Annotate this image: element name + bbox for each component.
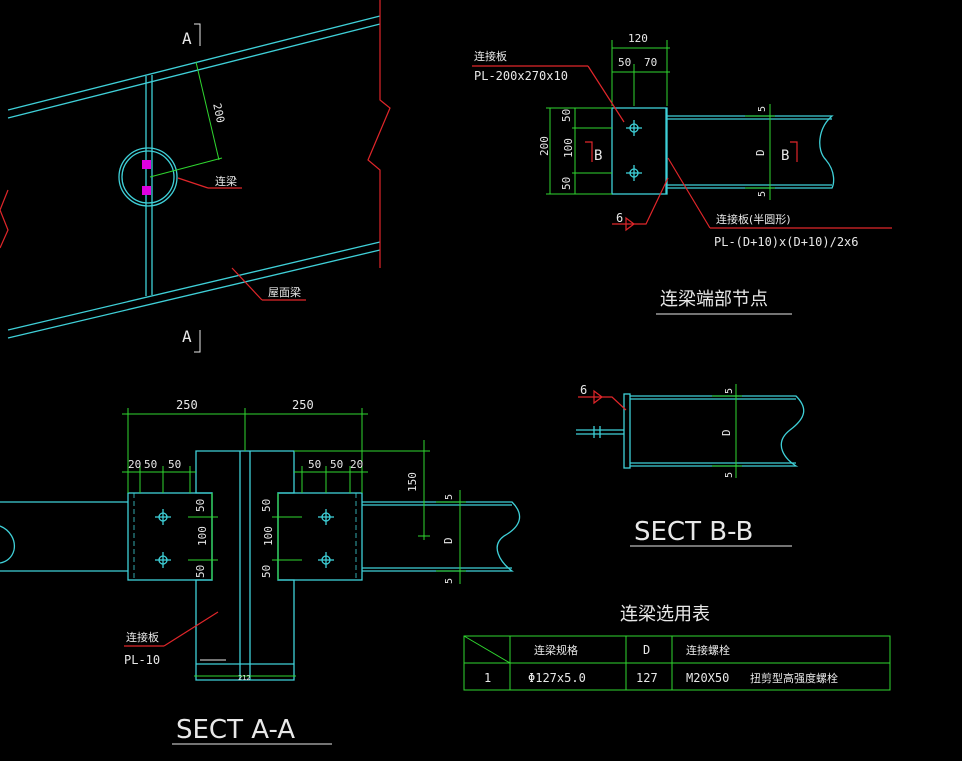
- dim-5-bottom-b: 5: [724, 472, 735, 478]
- label-tie-beam: 连梁: [215, 174, 237, 188]
- dim-right-50b: 50: [330, 458, 343, 471]
- end-node-detail: 120 50 70 200 50 100 50 5 5 D B B 连接板 PL…: [472, 32, 892, 315]
- bolt: [626, 120, 642, 136]
- section-mark-a-bottom: A: [182, 327, 192, 346]
- table-cell-spec: Φ127x5.0: [528, 671, 586, 685]
- section-b-b: 6 5 5 D SECT B-B: [576, 383, 805, 547]
- dim-v50-top: 50: [560, 109, 573, 122]
- dim-5-top-b: 5: [724, 388, 735, 394]
- dim-200-vertical: 200: [538, 136, 551, 156]
- dim-left-20: 20: [128, 458, 141, 471]
- dim-5-top-node: 5: [757, 106, 768, 112]
- semicircle-plate-label: 连接板(半圆形): [716, 212, 791, 226]
- dim-5-top-a: 5: [444, 494, 455, 500]
- label-roof-beam: 屋面梁: [268, 285, 301, 299]
- bolt: [155, 552, 171, 568]
- dim-right-50a: 50: [308, 458, 321, 471]
- connection-plate-label: 连接板: [474, 49, 507, 63]
- dim-v50-bottom: 50: [560, 177, 573, 190]
- dim-right-20: 20: [350, 458, 363, 471]
- dim-v-right-50a: 50: [260, 499, 273, 512]
- dim-5-bottom-a: 5: [444, 578, 455, 584]
- dim-70: 70: [644, 56, 657, 69]
- dim-200-plan: 200: [210, 102, 227, 124]
- dim-v-left-50b: 50: [194, 565, 207, 578]
- bolt: [318, 552, 334, 568]
- plate-label-a: 连接板: [126, 630, 159, 644]
- dim-5-bottom-node: 5: [757, 191, 768, 197]
- sect-b-title: SECT B-B: [634, 517, 753, 547]
- dim-250-left: 250: [176, 398, 198, 412]
- weld-6-sect-b: 6: [580, 383, 587, 397]
- dim-212: 212: [238, 674, 251, 682]
- table-cell-d: 127: [636, 671, 658, 685]
- mark-b-left: B: [594, 148, 602, 164]
- section-mark-a-top: A: [182, 29, 192, 48]
- dim-v100: 100: [562, 138, 575, 158]
- dim-left-50a: 50: [144, 458, 157, 471]
- connection-plate-spec: PL-200x270x10: [474, 69, 568, 83]
- bolt: [626, 165, 642, 181]
- semicircle-plate-spec: PL-(D+10)x(D+10)/2x6: [714, 235, 859, 249]
- dim-v-right-50b: 50: [260, 565, 273, 578]
- weld-6-node: 6: [616, 211, 623, 225]
- bolt: [155, 509, 171, 525]
- dim-v-left-50a: 50: [194, 499, 207, 512]
- bolt-mark: [142, 186, 151, 195]
- dim-left-50b: 50: [168, 458, 181, 471]
- dim-120: 120: [628, 32, 648, 45]
- mark-b-right: B: [781, 148, 789, 164]
- table-cell-index: 1: [484, 671, 491, 685]
- table-header-bolt: 连接螺栓: [686, 643, 730, 657]
- plate-spec-a: PL-10: [124, 653, 160, 667]
- table-title: 连梁选用表: [620, 604, 710, 625]
- plan-view: A A 200 连梁 屋面梁: [0, 0, 391, 353]
- table-cell-bolt: M20X50: [686, 671, 729, 685]
- dim-v-right-100: 100: [262, 526, 275, 546]
- table-cell-bolt-type: 扭剪型高强度螺栓: [750, 671, 838, 685]
- dim-v-left-100: 100: [196, 526, 209, 546]
- table-header-spec: 连梁规格: [534, 643, 578, 657]
- end-node-title: 连梁端部节点: [660, 289, 768, 310]
- dim-d-b: D: [720, 429, 733, 436]
- bolt-mark: [142, 160, 151, 169]
- dim-d-a: D: [442, 537, 455, 544]
- dim-50-top: 50: [618, 56, 631, 69]
- bolt: [318, 509, 334, 525]
- section-a-a: 250 250 20 50 50 50 50 20 150 5 5 D 50 1…: [0, 398, 521, 745]
- selection-table: 连梁选用表 连梁规格 D 连接螺栓 1 Φ127x5.0 127 M20X50 …: [463, 604, 891, 691]
- dim-d-node: D: [754, 149, 767, 156]
- table-header-d: D: [643, 643, 650, 657]
- sect-a-title: SECT A-A: [176, 715, 295, 745]
- dim-150: 150: [406, 472, 419, 492]
- dim-250-right: 250: [292, 398, 314, 412]
